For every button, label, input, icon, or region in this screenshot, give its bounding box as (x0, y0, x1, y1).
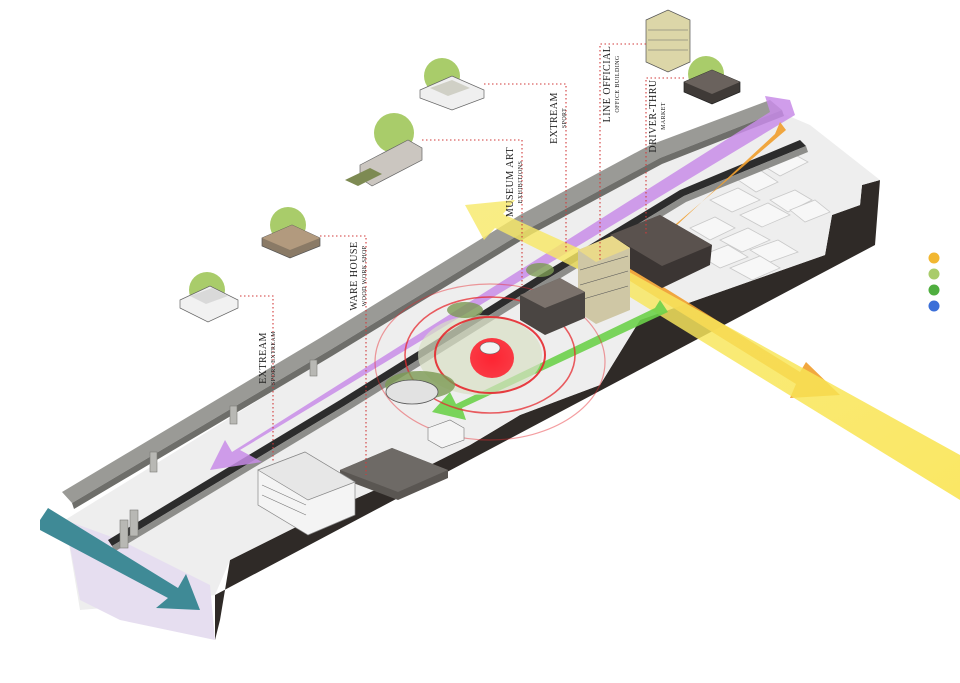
label-line-official: LINE OFFICIAL OFFICE BUILDING (602, 46, 621, 123)
svg-text:SPORT: SPORT (562, 108, 568, 128)
label-extream-1: EXTREAM SPORT EXTREAM (258, 331, 277, 385)
legend-dot-blue (929, 301, 940, 312)
legend-dot-yellow (929, 253, 940, 264)
vignette-extream-2 (420, 58, 484, 110)
svg-text:OFFICE BUILDING: OFFICE BUILDING (615, 55, 621, 112)
vignette-ware-house (262, 207, 320, 258)
svg-text:LINE OFFICIAL: LINE OFFICIAL (602, 46, 613, 123)
legend-dot-lightgreen (929, 269, 940, 280)
svg-text:EXHIBITIONS: EXHIBITIONS (518, 161, 524, 203)
svg-text:WOOD WORK SHOP: WOOD WORK SHOP (362, 245, 368, 306)
svg-text:MARKET: MARKET (661, 102, 667, 130)
svg-text:WARE HOUSE: WARE HOUSE (349, 241, 360, 310)
svg-text:EXTREAM: EXTREAM (258, 332, 269, 384)
building-round (386, 380, 438, 404)
vignette-driver-thru (684, 56, 740, 104)
vignette-line-official (646, 10, 690, 72)
svg-text:EXTREAM: EXTREAM (549, 92, 560, 144)
svg-text:MUSEUM ART: MUSEUM ART (505, 147, 516, 217)
svg-text:SPORT EXTREAM: SPORT EXTREAM (271, 331, 277, 385)
legend (929, 253, 940, 312)
vignette-extream-1 (180, 272, 238, 322)
label-ware-house: WARE HOUSE WOOD WORK SHOP (349, 241, 368, 310)
vignette-museum-art (345, 113, 422, 186)
legend-dot-green (929, 285, 940, 296)
label-museum-art: MUSEUM ART EXHIBITIONS (505, 147, 524, 217)
label-extream-2: EXTREAM SPORT (549, 92, 568, 144)
svg-text:DRIVER-THRU: DRIVER-THRU (648, 79, 659, 153)
building-line-official (578, 236, 630, 324)
